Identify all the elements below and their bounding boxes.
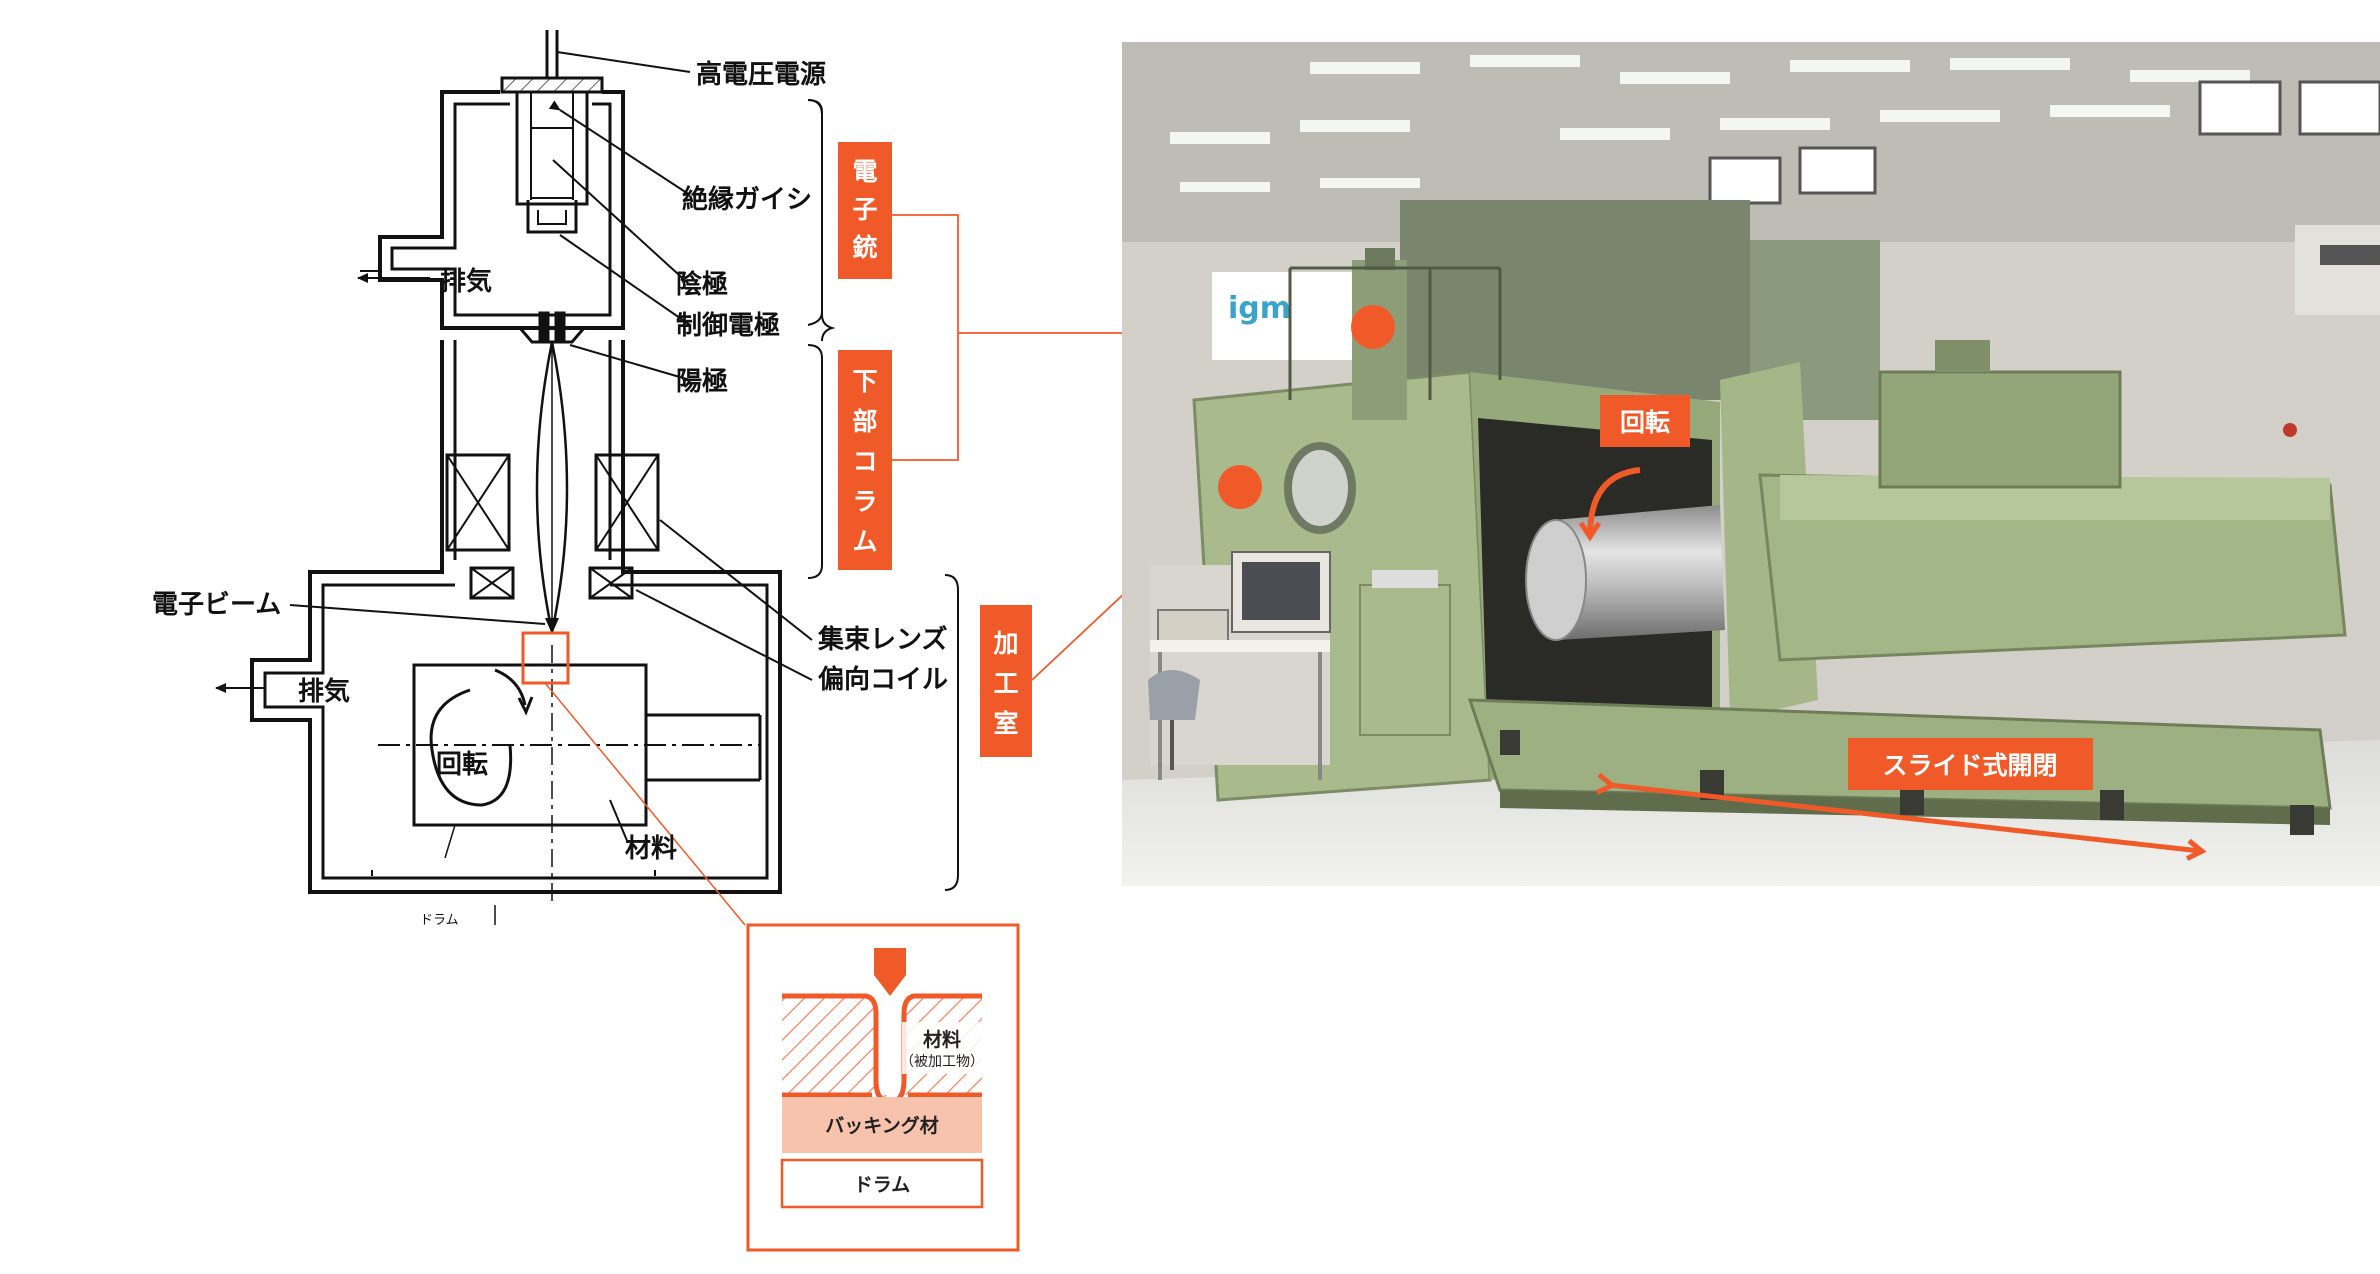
label-rotation: 回転	[436, 750, 488, 780]
photo-slide-text: スライド式開閉	[1882, 751, 2057, 780]
svg-text:下: 下	[852, 367, 877, 396]
label-focusing-lens: 集束レンズ	[817, 624, 947, 655]
detail-backing-label: バッキング材	[825, 1114, 938, 1137]
label-control-electrode: 制御電極	[676, 310, 780, 341]
label-insulator: 絶縁ガイシ	[682, 184, 812, 215]
electron-beam-schematic	[215, 30, 959, 925]
slide-double-arrow-icon	[1610, 785, 2200, 851]
label-material: 材料	[625, 834, 677, 864]
photo-rotation-text: 回転	[1620, 408, 1670, 437]
label-drum: ドラム	[420, 913, 459, 928]
machine-photo: igm	[1122, 42, 2380, 886]
label-cathode: 陰極	[676, 269, 728, 300]
detail-material-sub: （被加工物）	[900, 1054, 984, 1070]
focus-marker	[521, 631, 570, 685]
label-exhaust-bottom: 排気	[298, 676, 350, 707]
label-deflection-coil: 偏向コイル	[818, 664, 948, 695]
focus-leader-line	[544, 682, 746, 926]
igm-logo-text: igm	[1228, 291, 1291, 326]
label-electron-beam: 電子ビーム	[152, 590, 281, 620]
svg-text:コ: コ	[852, 447, 877, 476]
tag-electron-gun: 電 子 銃	[838, 142, 892, 279]
svg-text:加: 加	[992, 629, 1018, 658]
svg-text:銃: 銃	[852, 233, 877, 262]
detail-inset: 材料 （被加工物） バッキング材 ドラム	[746, 923, 1020, 1252]
marker-work-chamber	[1218, 465, 1262, 509]
svg-text:部: 部	[852, 407, 877, 436]
svg-text:室: 室	[993, 709, 1018, 738]
label-power-source: 高電圧電源	[696, 59, 826, 90]
label-anode: 陽極	[676, 367, 728, 397]
tag-lower-column: 下 部 コ ラ ム	[838, 350, 892, 570]
photo-rotation-tag	[1600, 395, 1690, 447]
label-exhaust-top: 排気	[440, 266, 492, 297]
svg-text:ラ: ラ	[852, 487, 877, 516]
detail-material-label: 材料	[923, 1028, 961, 1051]
rotation-arrow-icon	[1590, 467, 1641, 535]
tag-work-chamber: 加 工 室	[980, 605, 1032, 757]
svg-text:ム: ム	[852, 527, 877, 556]
marker-electron-gun	[1351, 305, 1395, 349]
detail-drum-label: ドラム	[854, 1174, 910, 1196]
svg-text:電: 電	[852, 157, 877, 186]
svg-text:子: 子	[852, 195, 877, 224]
svg-text:工: 工	[993, 669, 1018, 698]
